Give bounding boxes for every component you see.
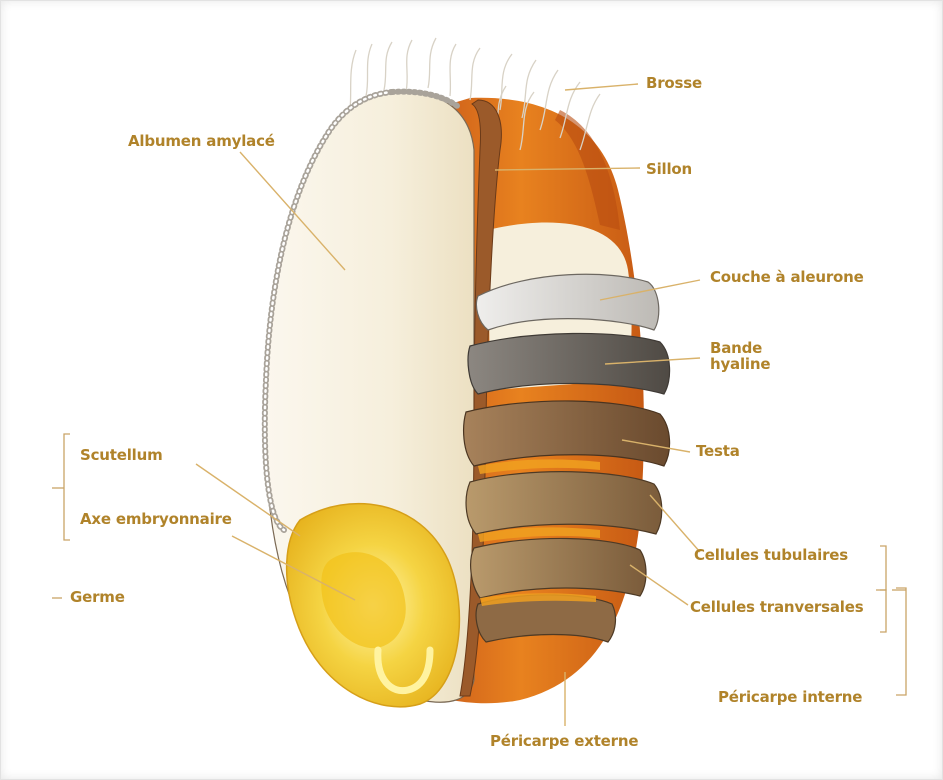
label-cellules-tubulaires: Cellules tubulaires [694, 546, 848, 564]
label-bande-hyaline: Bande hyaline [710, 340, 790, 372]
label-pericarpe-interne: Péricarpe interne [718, 688, 862, 706]
label-axe-embryonnaire: Axe embryonnaire [80, 510, 232, 528]
label-albumen: Albumen amylacé [128, 132, 275, 150]
tubular-cells-layer [466, 472, 662, 534]
label-scutellum: Scutellum [80, 446, 163, 464]
label-pericarpe-externe: Péricarpe externe [490, 732, 638, 750]
label-aleurone: Couche à aleurone [710, 268, 864, 286]
label-germe: Germe [70, 588, 125, 606]
label-sillon: Sillon [646, 160, 692, 178]
label-testa: Testa [696, 442, 740, 460]
label-brosse: Brosse [646, 74, 702, 92]
label-cellules-transversales: Cellules tranversales [690, 598, 863, 616]
